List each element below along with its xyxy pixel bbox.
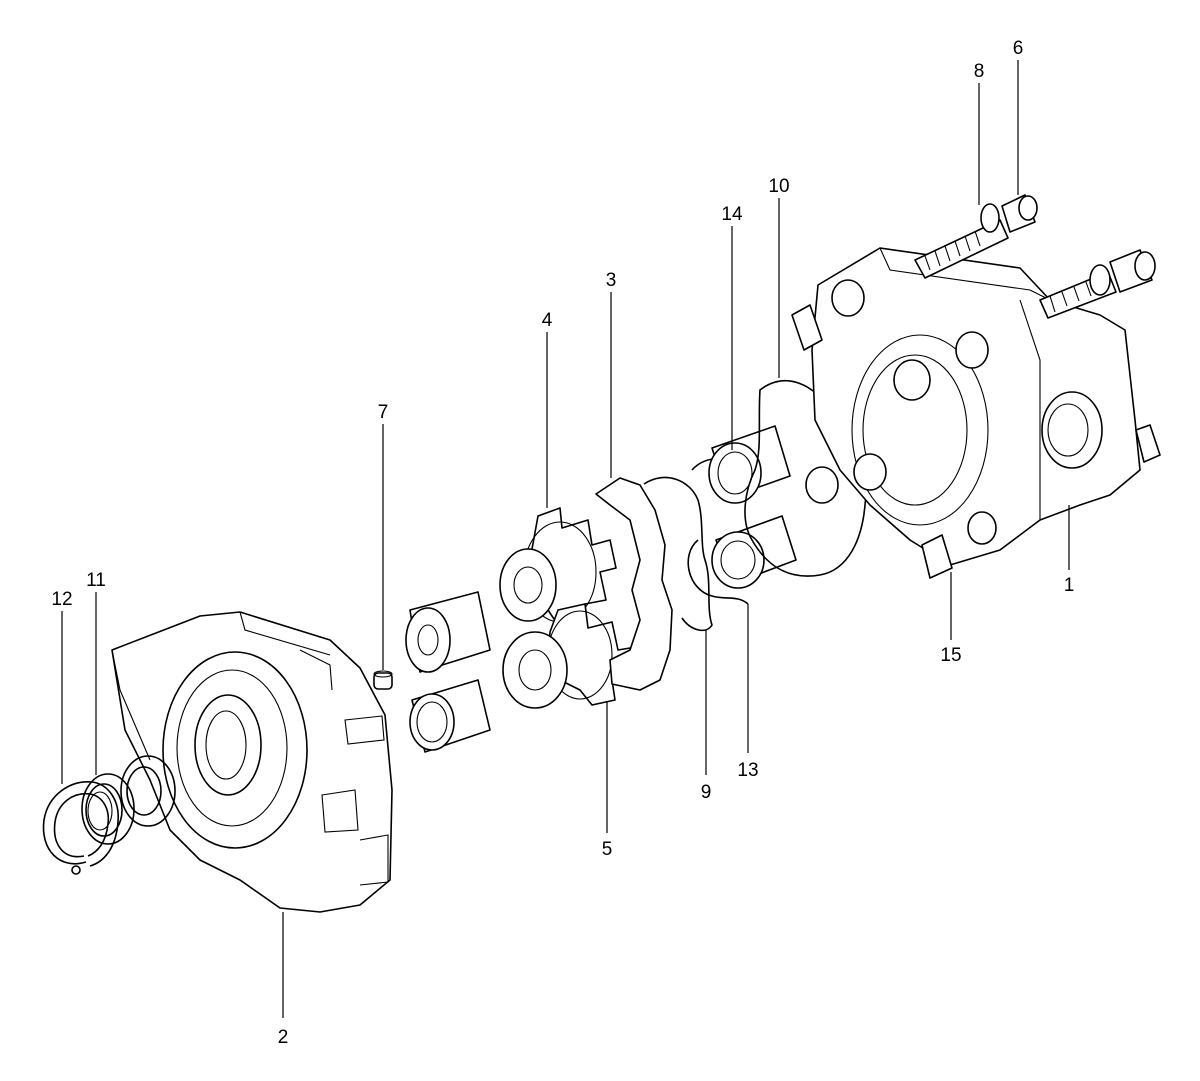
callout-2: 2 [278, 1027, 289, 1048]
part-8-washers [980, 203, 1111, 296]
callout-4: 4 [542, 310, 553, 331]
callout-12: 12 [51, 589, 72, 610]
part-7-dowel-pin [373, 670, 393, 690]
callout-labels: 1 2 3 4 5 6 7 8 9 10 11 12 13 14 15 [51, 38, 1074, 1048]
callout-7: 7 [378, 402, 389, 423]
front-bushings [405, 591, 491, 753]
callout-14: 14 [721, 204, 743, 225]
callout-13: 13 [737, 760, 758, 781]
callout-15: 15 [940, 645, 961, 666]
part-4-drive-gear [499, 507, 617, 629]
part-3-wear-plate [595, 477, 673, 691]
callout-10: 10 [768, 176, 789, 197]
callout-9: 9 [701, 782, 712, 803]
part-12-circlip [42, 781, 119, 875]
callout-1: 1 [1064, 575, 1075, 596]
callout-6: 6 [1013, 38, 1024, 59]
part-1-rear-body [791, 247, 1161, 579]
callout-3: 3 [606, 270, 617, 291]
leader-lines [61, 60, 1070, 1018]
part-11-seal [81, 755, 176, 845]
callout-8: 8 [974, 61, 985, 82]
part-14-bushing [708, 425, 797, 589]
part-6-bolts [914, 194, 1156, 319]
callout-5: 5 [602, 839, 613, 860]
callout-11: 11 [86, 570, 106, 591]
part-2-front-housing [111, 611, 393, 913]
part-9-seal [643, 476, 713, 632]
